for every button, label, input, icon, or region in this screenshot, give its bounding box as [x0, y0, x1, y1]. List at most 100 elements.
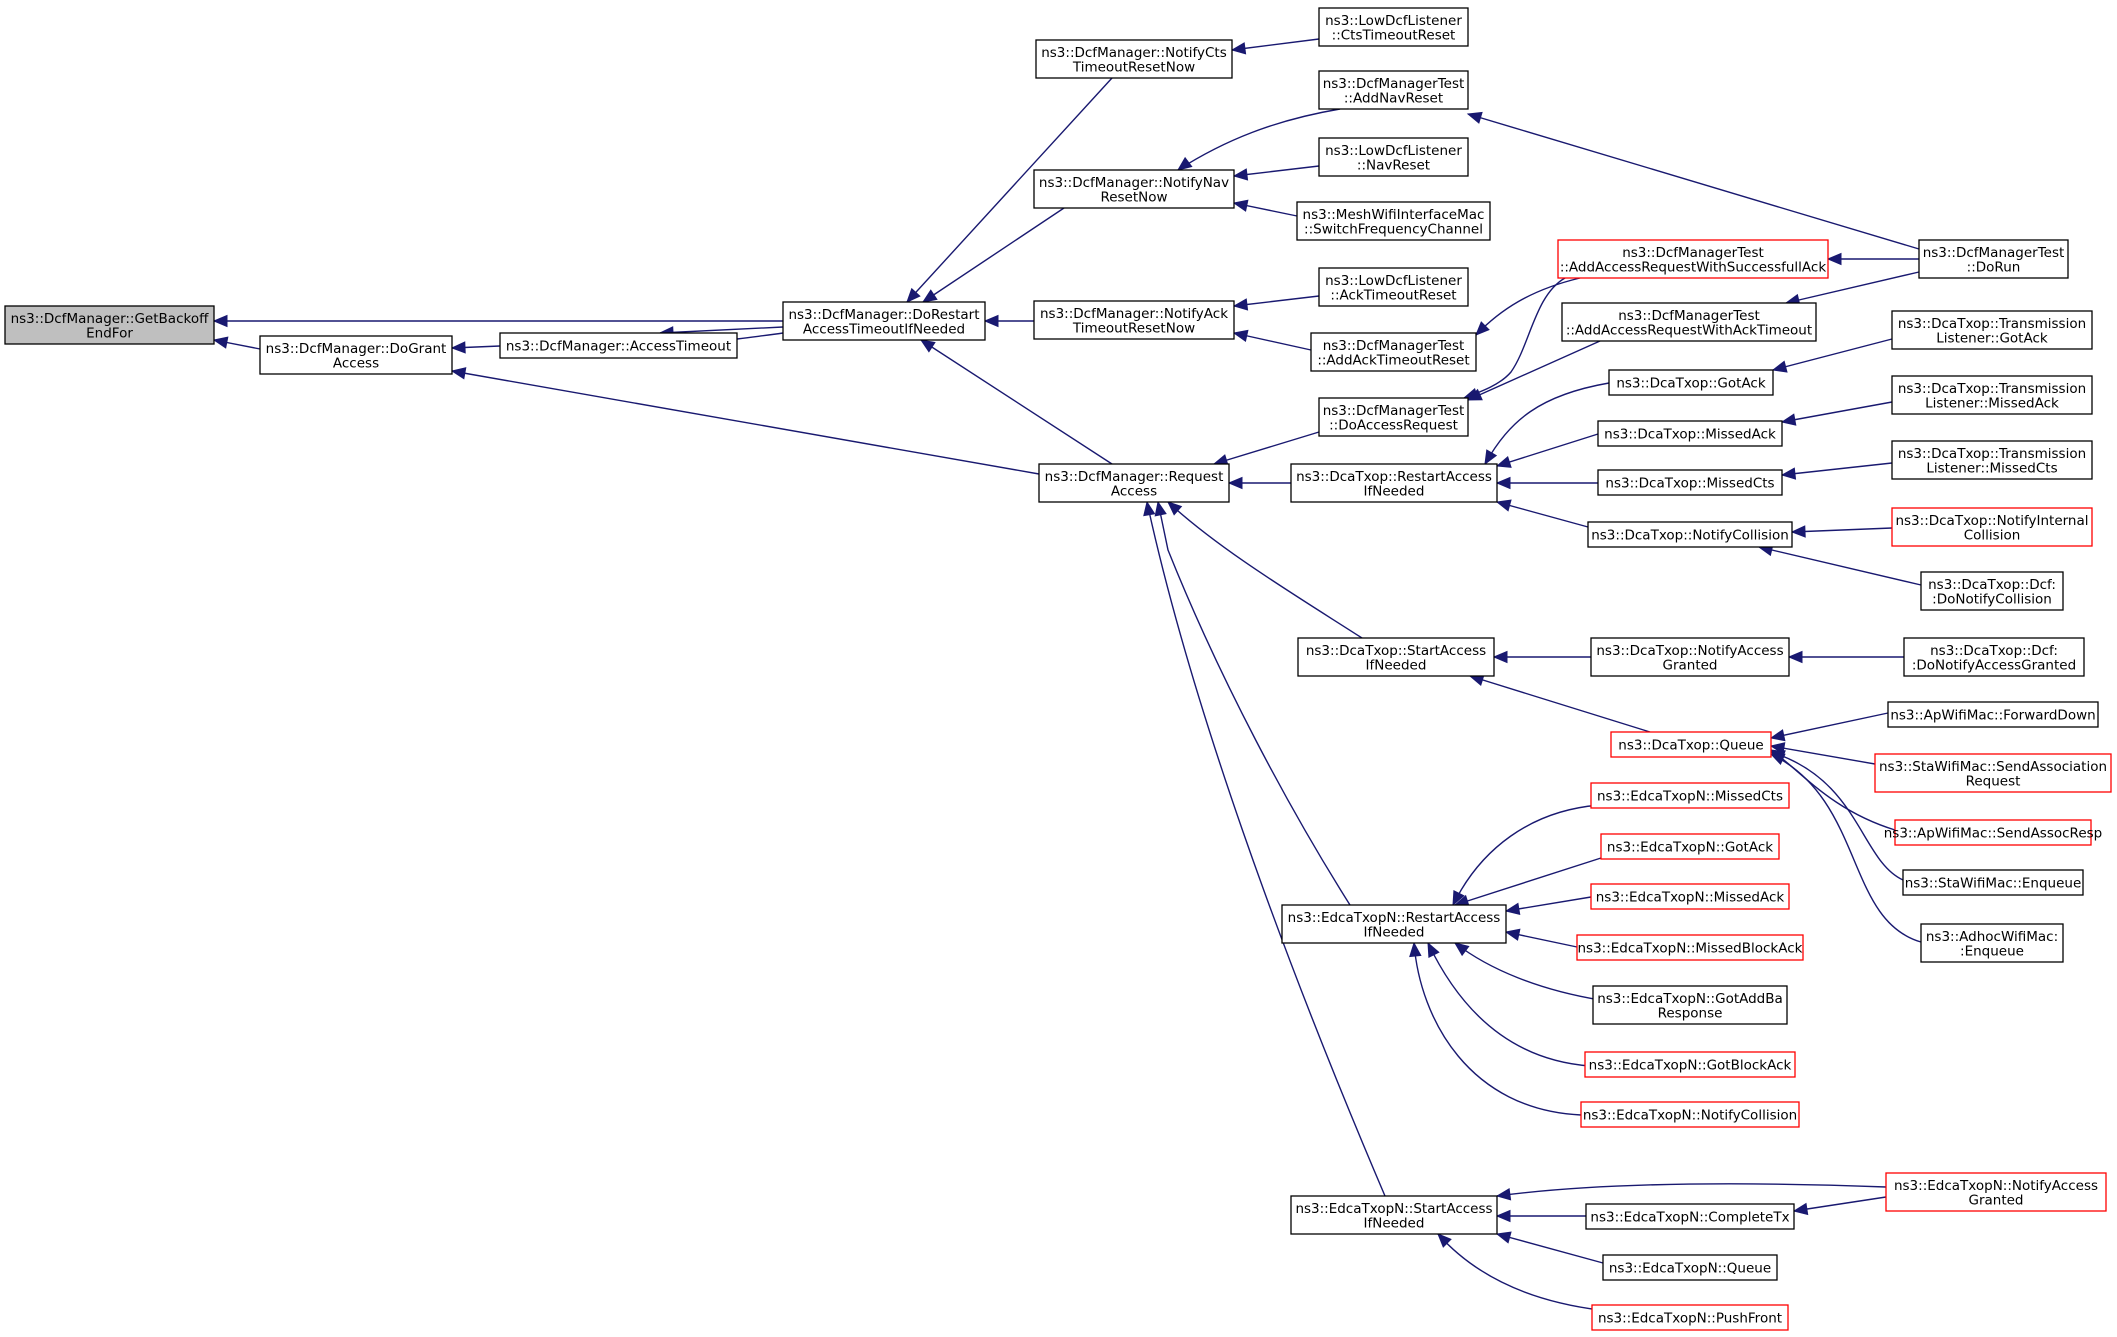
node-label: Listener::MissedCts	[1926, 460, 2057, 476]
edge-navreset-to-notifynav	[1232, 165, 1320, 181]
node-dcf_donotifycollision[interactable]: ns3::DcaTxop::Dcf::DoNotifyCollision	[1920, 571, 2064, 611]
node-box	[1891, 310, 2093, 350]
node-notifycts[interactable]: ns3::DcfManager::NotifyCtsTimeoutResetNo…	[1035, 39, 1233, 79]
arrowhead	[1495, 1209, 1511, 1223]
node-dca_queue[interactable]: ns3::DcaTxop::Queue	[1610, 731, 1772, 758]
node-edca_notifyaccessgranted[interactable]: ns3::EdcaTxopN::NotifyAccessGranted	[1885, 1172, 2107, 1212]
node-edca_queue[interactable]: ns3::EdcaTxopN::Queue	[1602, 1254, 1778, 1281]
node-label: ::DoAccessRequest	[1329, 417, 1458, 433]
node-edca_gotack[interactable]: ns3::EdcaTxopN::GotAck	[1600, 833, 1780, 860]
edge-dca_missedcts-to-dca_restart	[1495, 476, 1598, 490]
node-box	[1561, 302, 1817, 342]
edge-line	[1484, 382, 1610, 465]
arrowhead	[1769, 729, 1786, 742]
edge-line	[1413, 942, 1582, 1116]
node-notifyack[interactable]: ns3::DcfManager::NotifyAckTimeoutResetNo…	[1033, 300, 1235, 340]
node-dca_missedcts[interactable]: ns3::DcaTxop::MissedCts	[1597, 469, 1783, 496]
node-adhoc_enqueue[interactable]: ns3::AdhocWifiMac::Enqueue	[1920, 923, 2064, 963]
node-label: ns3::DcaTxop::MissedCts	[1605, 476, 1774, 492]
node-dca_missedack[interactable]: ns3::DcaTxop::MissedAck	[1597, 420, 1783, 447]
node-dca_notifyaccessgranted[interactable]: ns3::DcaTxop::NotifyAccessGranted	[1590, 637, 1790, 677]
node-edca_notifycollision[interactable]: ns3::EdcaTxopN::NotifyCollision	[1580, 1101, 1800, 1128]
edge-edca_queue-to-edca_startaccess	[1495, 1231, 1604, 1264]
node-box	[1590, 637, 1790, 677]
arrowhead	[1492, 650, 1508, 664]
node-dcf_donotifyaccessgranted[interactable]: ns3::DcaTxop::Dcf::DoNotifyAccessGranted	[1903, 637, 2085, 677]
node-ap_forwarddown[interactable]: ns3::ApWifiMac::ForwardDown	[1887, 701, 2099, 728]
node-edca_missedblockack[interactable]: ns3::EdcaTxopN::MissedBlockAck	[1576, 934, 1804, 961]
node-label: Access	[1111, 483, 1157, 499]
arrowhead	[1143, 500, 1156, 517]
node-ap_sendassocresp[interactable]: ns3::ApWifiMac::SendAssocResp	[1884, 819, 2103, 846]
node-acktimeoutreset[interactable]: ns3::LowDcfListener::AckTimeoutReset	[1318, 267, 1469, 307]
node-box	[1592, 985, 1788, 1025]
node-label: ns3::DcaTxop::Dcf:	[1930, 643, 2058, 659]
node-dca_notifycollision[interactable]: ns3::DcaTxop::NotifyCollision	[1587, 521, 1793, 548]
arrowhead	[1495, 1188, 1512, 1201]
edge-line	[1467, 113, 1920, 250]
node-tl_missedack[interactable]: ns3::DcaTxop::TransmissionListener::Miss…	[1891, 375, 2093, 415]
node-label: ns3::EdcaTxopN::NotifyAccess	[1894, 1178, 2098, 1194]
edge-dca_notifyinternal-to-dca_notifycollision	[1790, 525, 1893, 538]
node-switchfreq[interactable]: ns3::MeshWifiInterfaceMac::SwitchFrequen…	[1296, 201, 1491, 241]
node-ctstimeoutreset[interactable]: ns3::LowDcfListener::CtsTimeoutReset	[1318, 7, 1469, 47]
node-label: ::DoRun	[1967, 259, 2021, 275]
node-dorestart[interactable]: ns3::DcfManager::DoRestartAccessTimeoutI…	[782, 301, 986, 341]
node-edca_missedack[interactable]: ns3::EdcaTxopN::MissedAck	[1590, 883, 1790, 910]
node-label: Response	[1658, 1005, 1723, 1021]
edge-tl_missedack-to-dca_missedack	[1780, 401, 1893, 426]
edge-line	[1213, 431, 1320, 465]
node-addaccesssuccess[interactable]: ns3::DcfManagerTest::AddAccessRequestWit…	[1557, 239, 1829, 279]
node-addaccessack[interactable]: ns3::DcfManagerTest::AddAccessRequestWit…	[1561, 302, 1817, 342]
edge-line	[1463, 277, 1566, 399]
edge-edca_notifyaccessgranted-to-edca_completetx	[1792, 1196, 1887, 1216]
arrowhead	[1504, 928, 1521, 941]
node-box	[1318, 7, 1469, 47]
edge-line	[1770, 753, 1922, 943]
node-doaccessrequest[interactable]: ns3::DcfManagerTest::DoAccessRequest	[1318, 397, 1469, 437]
node-label: ns3::DcfManagerTest	[1323, 76, 1465, 92]
edge-line	[1770, 712, 1889, 739]
edge-line	[1785, 271, 1920, 304]
node-sta_enqueue[interactable]: ns3::StaWifiMac::Enqueue	[1902, 869, 2084, 896]
edge-dcf_donotifyaccessgranted-to-dca_notifyaccessgranted	[1787, 650, 1904, 664]
edge-line	[1167, 501, 1363, 639]
edge-edca_completetx-to-edca_startaccess	[1495, 1209, 1586, 1223]
edge-line	[1467, 340, 1601, 401]
node-edca_gotblockack[interactable]: ns3::EdcaTxopN::GotBlockAck	[1584, 1051, 1796, 1078]
node-edca_completetx[interactable]: ns3::EdcaTxopN::CompleteTx	[1585, 1203, 1795, 1230]
node-accesstimeout[interactable]: ns3::DcfManager::AccessTimeout	[499, 332, 738, 359]
node-box	[1318, 137, 1469, 177]
node-tl_gotack[interactable]: ns3::DcaTxop::TransmissionListener::GotA…	[1891, 310, 2093, 350]
node-addnavreset[interactable]: ns3::DcfManagerTest::AddNavReset	[1318, 70, 1469, 110]
arrowhead	[1227, 476, 1243, 490]
node-dorun[interactable]: ns3::DcfManagerTest::DoRun	[1918, 239, 2069, 279]
node-label: :DoNotifyAccessGranted	[1912, 657, 2076, 673]
edge-tl_gotack-to-dca_gotack	[1771, 338, 1893, 373]
node-tl_missedcts[interactable]: ns3::DcaTxop::TransmissionListener::Miss…	[1891, 440, 2093, 480]
node-label: ns3::DcaTxop::GotAck	[1616, 376, 1766, 392]
arrowhead	[1167, 501, 1183, 516]
node-edca_missedcts[interactable]: ns3::EdcaTxopN::MissedCts	[1590, 782, 1790, 809]
node-navreset[interactable]: ns3::LowDcfListener::NavReset	[1318, 137, 1469, 177]
node-addacktimeoutreset[interactable]: ns3::DcfManagerTest::AddAckTimeoutReset	[1310, 332, 1477, 372]
edge-edca_gotblockack-to-edca_restart	[1427, 941, 1591, 1067]
node-dca_gotack[interactable]: ns3::DcaTxop::GotAck	[1608, 369, 1774, 396]
node-label: Access	[333, 355, 379, 371]
arrowhead	[1453, 942, 1470, 957]
edge-tl_missedcts-to-dca_missedcts	[1780, 462, 1893, 480]
edge-edca_notifyaccessgranted-to-edca_startaccess	[1495, 1183, 1887, 1201]
node-edca_pushfront[interactable]: ns3::EdcaTxopN::PushFront	[1591, 1304, 1789, 1331]
edge-line	[736, 332, 784, 340]
